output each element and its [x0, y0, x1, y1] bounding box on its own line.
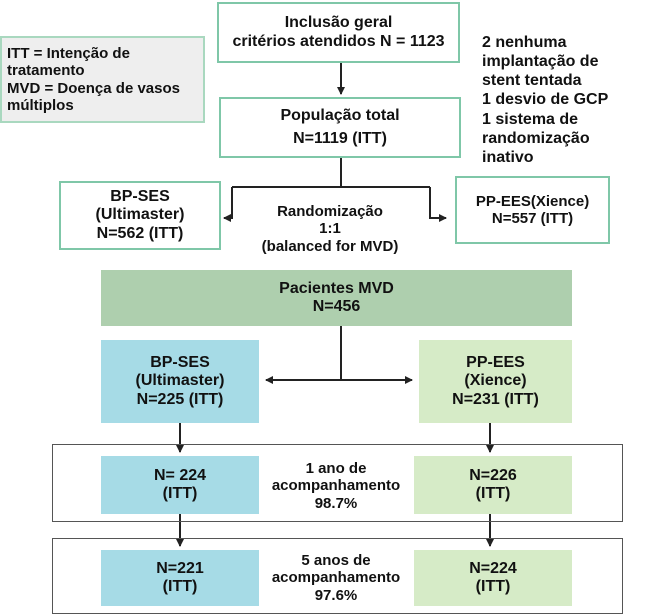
legend-line: MVD = Doença de vasos [7, 79, 180, 97]
bp-ses-mvd-line: BP-SES [150, 353, 210, 371]
randomization-line: Randomização [277, 203, 383, 221]
population-line: População total [280, 107, 400, 125]
followup-5y-line: 97.6% [314, 586, 358, 604]
bp-ses-5y-box: N=221 (ITT) [101, 550, 259, 606]
abbreviation-legend: ITT = Intenção de tratamento MVD = Doenç… [0, 36, 205, 123]
pp-ees-5y-line: (ITT) [475, 578, 511, 595]
bp-ses-mvd-line: N=225 (ITT) [136, 390, 224, 408]
bp-ses-5y-line: (ITT) [162, 578, 198, 595]
mvd-line: N=456 [312, 298, 361, 315]
exclusion-line: 1 desvio de GCP [482, 91, 609, 109]
legend-line: múltiplos [7, 96, 74, 114]
population-line: N=1119 (ITT) [293, 129, 387, 147]
followup-5y-label: 5 anos de acompanhamento 97.6% [258, 548, 414, 608]
arrow-to-pp-ees-total [429, 187, 447, 222]
legend-line: ITT = Intenção de [7, 45, 130, 62]
exclusion-line: 1 sistema de [482, 110, 579, 128]
exclusions-note: 2 nenhuma implantação de stent tentada 1… [482, 30, 652, 170]
randomization-line: 1:1 [319, 220, 341, 238]
legend-line: tratamento [7, 62, 85, 80]
inclusion-line: Inclusão geral [284, 14, 393, 32]
exclusion-line: stent tentada [482, 72, 582, 90]
exclusion-line: randomização [482, 129, 590, 147]
exclusion-line: inativo [482, 148, 534, 166]
pp-ees-total-box: PP-EES(Xience) N=557 (ITT) [455, 176, 610, 244]
pp-ees-5y-line: N=224 [469, 559, 517, 577]
pp-ees-total-line: N=557 (ITT) [491, 210, 574, 227]
followup-5y-line: acompanhamento [271, 569, 401, 587]
pp-ees-total-line: PP-EES(Xience) [475, 192, 590, 210]
followup-1y-line: 1 ano de [305, 460, 367, 478]
bp-ses-total-box: BP-SES (Ultimaster) N=562 (ITT) [59, 181, 221, 250]
bp-ses-1y-line: (ITT) [162, 485, 198, 502]
bp-ses-1y-box: N= 224 (ITT) [101, 456, 259, 514]
pp-ees-1y-line: (ITT) [475, 485, 511, 502]
bp-ses-total-line: (Ultimaster) [95, 206, 185, 224]
arrow-to-bp-ses-total [223, 187, 233, 222]
pp-ees-1y-line: N=226 [469, 466, 517, 484]
pp-ees-1y-box: N=226 (ITT) [414, 456, 572, 514]
randomization-label: Randomização 1:1 (balanced for MVD) [240, 198, 420, 260]
pp-ees-mvd-box: PP-EES (Xience) N=231 (ITT) [419, 340, 572, 423]
bp-ses-5y-line: N=221 [156, 559, 204, 577]
pp-ees-5y-box: N=224 (ITT) [414, 550, 572, 606]
followup-5y-line: 5 anos de [301, 552, 371, 570]
bp-ses-total-line: N=562 (ITT) [96, 224, 184, 242]
inclusion-box: Inclusão geral critérios atendidos N = 1… [217, 2, 460, 63]
followup-1y-label: 1 ano de acompanhamento 98.7% [258, 456, 414, 516]
pp-ees-mvd-line: PP-EES [466, 353, 525, 371]
bp-ses-mvd-line: (Ultimaster) [135, 372, 225, 390]
randomization-line: (balanced for MVD) [261, 237, 399, 255]
pp-ees-mvd-line: N=231 (ITT) [452, 390, 539, 408]
mvd-patients-box: Pacientes MVD N=456 [101, 270, 572, 326]
exclusion-line: implantação de [482, 53, 599, 71]
followup-1y-line: acompanhamento [271, 477, 401, 495]
pp-ees-mvd-line: (Xience) [464, 372, 527, 390]
bp-ses-total-line: BP-SES [110, 187, 170, 205]
bp-ses-mvd-box: BP-SES (Ultimaster) N=225 (ITT) [101, 340, 259, 423]
bp-ses-1y-line: N= 224 [153, 466, 207, 484]
mvd-line: Pacientes MVD [279, 279, 394, 297]
followup-1y-line: 98.7% [314, 494, 358, 512]
population-total-box: População total N=1119 (ITT) [219, 97, 461, 158]
exclusion-line: 2 nenhuma [482, 33, 567, 51]
inclusion-line: critérios atendidos N = 1123 [232, 32, 445, 50]
followup-1y-frame [52, 444, 623, 522]
